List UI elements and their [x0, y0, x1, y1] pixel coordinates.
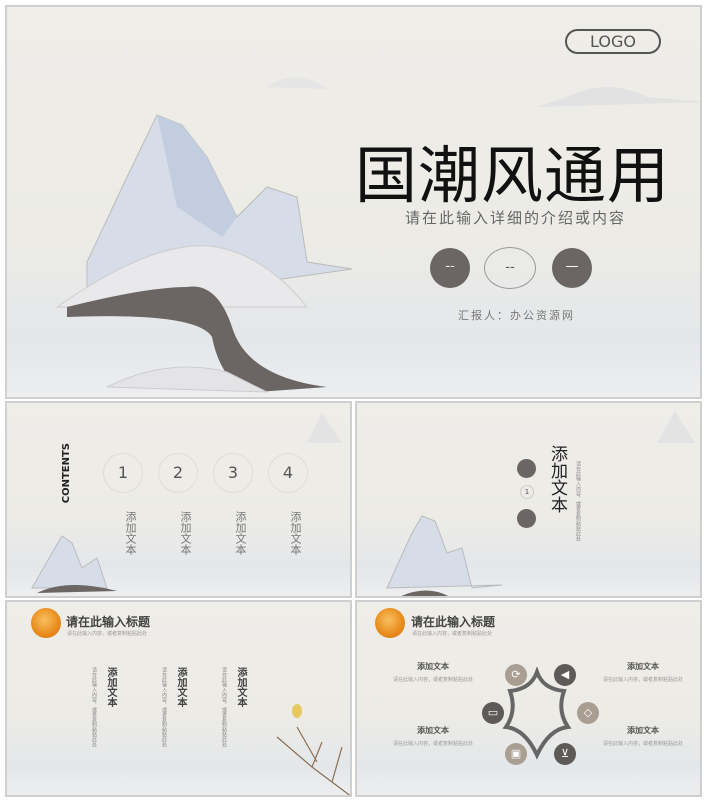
slide-six-items[interactable]: 请在此输入标题 请在此输入内容，或者复制粘贴此处 添加文本 请在此输入内容，或者… — [355, 600, 702, 797]
column-body-3: 请在此输入内容，或者复制粘贴此处 — [221, 667, 227, 747]
contents-item-2[interactable]: 添加文本 — [179, 511, 192, 555]
logo-badge: LOGO — [565, 29, 661, 54]
cart-icon: ⊻ — [554, 743, 576, 765]
mountain-illustration — [55, 77, 700, 393]
slide-subtitle: 请在此输入内容，或者复制粘贴此处 — [412, 631, 493, 637]
text-block-1: 添加文本 请在此输入内容，或者复制粘贴此处 — [377, 661, 489, 683]
circle-button-2[interactable]: -- — [484, 247, 536, 289]
contents-number-2: 2 — [158, 453, 198, 493]
block-heading: 添加文本 — [417, 662, 449, 671]
block-heading: 添加文本 — [627, 726, 659, 735]
contents-label: CONTENTS — [61, 443, 72, 504]
block-body: 请在此输入内容，或者复制粘贴此处 — [392, 677, 473, 683]
slide-three-columns[interactable]: 请在此输入标题 请在此输入内容，或者复制粘贴此处 添加文本 请在此输入内容，或者… — [5, 600, 352, 797]
column-body-2: 请在此输入内容，或者复制粘贴此处 — [161, 667, 167, 747]
column-heading-2: 添加文本 — [175, 667, 186, 707]
dark-dot-bottom — [517, 509, 536, 528]
section-body: 请在此输入内容，或者复制粘贴此处 — [575, 461, 581, 541]
diamond-icon: ◇ — [577, 702, 599, 724]
text-block-3: 添加文本 请在此输入内容，或者复制粘贴此处 — [377, 725, 489, 747]
dark-dot-top — [517, 459, 536, 478]
block-body: 请在此输入内容，或者复制粘贴此处 — [392, 741, 473, 747]
mountain-illustration — [31, 413, 342, 593]
circle-button-3[interactable]: — — [552, 248, 592, 288]
column-heading-3: 添加文本 — [235, 667, 246, 707]
mountain-illustration — [386, 411, 695, 596]
contents-number-3: 3 — [213, 453, 253, 493]
section-heading: 添加文本 — [547, 445, 567, 513]
slide-contents[interactable]: CONTENTS 1 2 3 4 添加文本 添加文本 添加文本 添加文本 — [5, 401, 352, 598]
slide-section[interactable]: 1 添加文本 请在此输入内容，或者复制粘贴此处 — [355, 401, 702, 598]
reporter-text: 汇报人：办公资源网 — [458, 309, 575, 322]
block-heading: 添加文本 — [417, 726, 449, 735]
star-outline-shape — [502, 667, 572, 760]
text-block-4: 添加文本 请在此输入内容，或者复制粘贴此处 — [587, 725, 699, 747]
slide-title: 请在此输入标题 — [66, 615, 151, 629]
text-block-2: 添加文本 请在此输入内容，或者复制粘贴此处 — [587, 661, 699, 683]
branch-butterfly-illustration — [276, 704, 350, 795]
column-body-1: 请在此输入内容，或者复制粘贴此处 — [91, 667, 97, 747]
block-body: 请在此输入内容，或者复制粘贴此处 — [602, 677, 683, 683]
contents-item-3[interactable]: 添加文本 — [234, 511, 247, 555]
column-heading-1: 添加文本 — [105, 667, 116, 707]
block-body: 请在此输入内容，或者复制粘贴此处 — [602, 741, 683, 747]
gift-icon: ▣ — [505, 743, 527, 765]
refresh-icon: ⟳ — [505, 664, 527, 686]
sun-icon — [375, 608, 405, 638]
contents-number-1: 1 — [103, 453, 143, 493]
main-title: 国潮风通用 — [355, 139, 671, 212]
section-number: 1 — [520, 485, 534, 499]
sun-icon — [31, 608, 61, 638]
slide-subtitle: 请在此输入内容，或者复制粘贴此处 — [67, 631, 148, 637]
circle-button-1[interactable]: -- — [430, 248, 470, 288]
megaphone-icon: ◀ — [554, 664, 576, 686]
contents-item-1[interactable]: 添加文本 — [124, 511, 137, 555]
subtitle: 请在此输入详细的介绍或内容 — [405, 209, 627, 227]
contents-number-4: 4 — [268, 453, 308, 493]
block-heading: 添加文本 — [627, 662, 659, 671]
slide-title[interactable]: LOGO 国潮风通用 请在此输入详细的介绍或内容 -- -- — 汇报人：办公资… — [5, 5, 702, 399]
laptop-icon: ▭ — [482, 702, 504, 724]
contents-item-4[interactable]: 添加文本 — [289, 511, 302, 555]
slide-title: 请在此输入标题 — [411, 615, 496, 629]
